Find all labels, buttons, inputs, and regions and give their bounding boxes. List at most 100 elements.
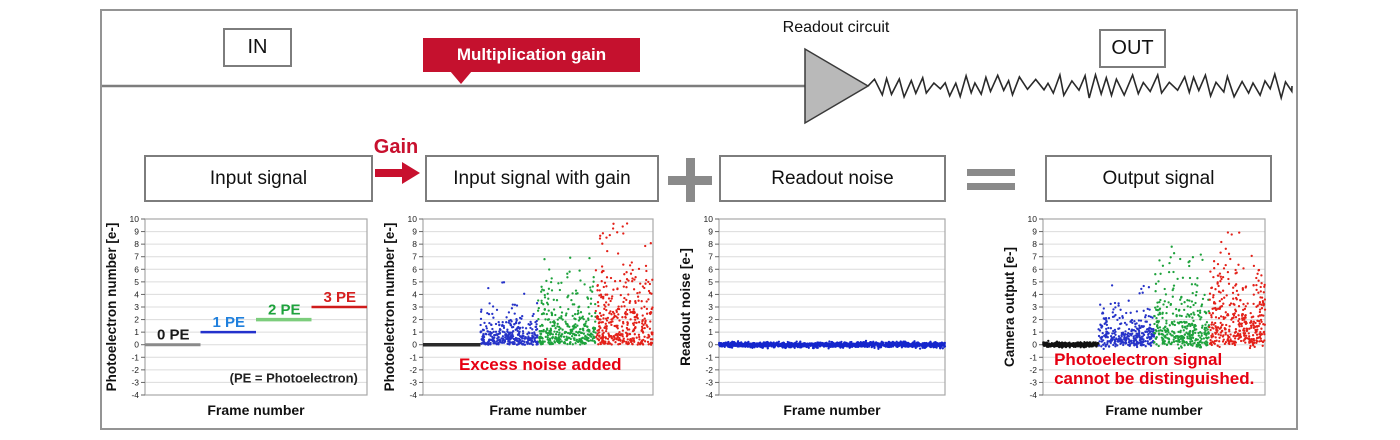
multiplication-gain-banner: Multiplication gain: [423, 38, 640, 72]
out-label: OUT: [1111, 37, 1154, 59]
chart-annotation: cannot be distinguished.: [1054, 369, 1254, 388]
input-signal-with-gain-label: Input signal with gain: [453, 167, 631, 189]
step-label: 3 PE: [324, 289, 357, 306]
y-tick-label: 2: [708, 315, 713, 325]
y-tick-label: -3: [409, 377, 417, 387]
y-tick-label: 9: [412, 227, 417, 237]
y-tick-label: -4: [131, 390, 139, 400]
y-tick-label: 2: [1032, 315, 1037, 325]
equals-icon: [967, 169, 1015, 193]
output-signal-box: Output signal: [1045, 155, 1272, 202]
y-tick-label: 5: [1032, 277, 1037, 287]
y-tick-label: 6: [708, 264, 713, 274]
input-signal-box: Input signal: [144, 155, 373, 202]
y-tick-label: 6: [134, 264, 139, 274]
output-signal-label: Output signal: [1102, 167, 1215, 189]
y-tick-label: -3: [705, 377, 713, 387]
y-tick-label: -1: [131, 352, 139, 362]
y-tick-label: 7: [412, 252, 417, 262]
plus-icon: [668, 158, 712, 202]
scatter-series: [1097, 284, 1156, 351]
y-tick-label: -3: [131, 377, 139, 387]
y-tick-label: 0: [1032, 340, 1037, 350]
y-tick-label: -1: [1029, 352, 1037, 362]
y-tick-label: 3: [1032, 302, 1037, 312]
y-tick-label: -2: [1029, 365, 1037, 375]
y-tick-label: -2: [705, 365, 713, 375]
scatter-series: [479, 281, 539, 346]
y-tick-label: -4: [705, 390, 713, 400]
y-tick-label: 1: [1032, 327, 1037, 337]
x-axis-label: Frame number: [489, 402, 587, 418]
y-tick-label: 5: [412, 277, 417, 287]
y-tick-label: 2: [134, 315, 139, 325]
y-axis-label: Photoelectron number [e-]: [104, 223, 119, 392]
x-axis-label: Frame number: [783, 402, 881, 418]
scatter-series: [594, 222, 654, 346]
y-tick-label: -2: [409, 365, 417, 375]
y-tick-label: -1: [705, 352, 713, 362]
y-tick-label: 10: [704, 214, 714, 224]
y-tick-label: 10: [130, 214, 140, 224]
readout-noise-label: Readout noise: [771, 167, 894, 189]
banner-pointer-icon: [450, 71, 472, 84]
y-tick-label: 7: [1032, 252, 1037, 262]
y-tick-label: 10: [408, 214, 418, 224]
x-axis-label: Frame number: [1105, 402, 1203, 418]
y-tick-label: 7: [134, 252, 139, 262]
y-tick-label: 10: [1028, 214, 1038, 224]
y-tick-label: 3: [708, 302, 713, 312]
y-tick-label: 4: [708, 289, 713, 299]
scatter-series: [1042, 339, 1100, 349]
gain-label: Gain: [373, 136, 419, 158]
x-axis-label: Frame number: [207, 402, 305, 418]
readout-noise-box: Readout noise: [719, 155, 946, 202]
y-tick-label: 7: [708, 252, 713, 262]
y-tick-label: 2: [412, 315, 417, 325]
y-tick-label: 1: [134, 327, 139, 337]
in-label: IN: [247, 36, 268, 58]
y-tick-label: 8: [412, 239, 417, 249]
y-tick-label: 1: [708, 327, 713, 337]
y-tick-label: 5: [708, 277, 713, 287]
y-tick-label: 9: [708, 227, 713, 237]
y-axis-label: Camera output [e-]: [1002, 247, 1017, 367]
amplifier-triangle-icon: [804, 47, 870, 125]
y-tick-label: 0: [708, 340, 713, 350]
readout-circuit-graphic: [102, 47, 1293, 125]
step-label: 1 PE: [213, 314, 246, 331]
y-tick-label: 5: [134, 277, 139, 287]
y-tick-label: 6: [1032, 264, 1037, 274]
step-label: 2 PE: [268, 302, 301, 319]
readout-circuit-label: Readout circuit: [782, 19, 890, 36]
y-axis-label: Photoelectron number [e-]: [382, 223, 397, 392]
y-tick-label: 1: [412, 327, 417, 337]
y-axis-label: Readout noise [e-]: [678, 248, 693, 366]
input-signal-with-gain-box: Input signal with gain: [425, 155, 659, 202]
step-label: 0 PE: [157, 327, 190, 344]
y-tick-label: 0: [412, 340, 417, 350]
y-tick-label: 9: [134, 227, 139, 237]
y-tick-label: -4: [1029, 390, 1037, 400]
noise-waveform-icon: [867, 71, 1293, 101]
y-tick-label: 4: [1032, 289, 1037, 299]
y-tick-label: 8: [1032, 239, 1037, 249]
scatter-series: [718, 339, 947, 350]
y-tick-label: 4: [134, 289, 139, 299]
multiplication-gain-label: Multiplication gain: [456, 45, 607, 64]
scatter-series: [1208, 231, 1267, 350]
scatter-series: [536, 256, 597, 346]
chart-annotation: (PE = Photoelectron): [230, 370, 358, 385]
y-tick-label: 3: [412, 302, 417, 312]
chart-annotation: Excess noise added: [459, 355, 622, 374]
out-box: OUT: [1099, 29, 1166, 68]
